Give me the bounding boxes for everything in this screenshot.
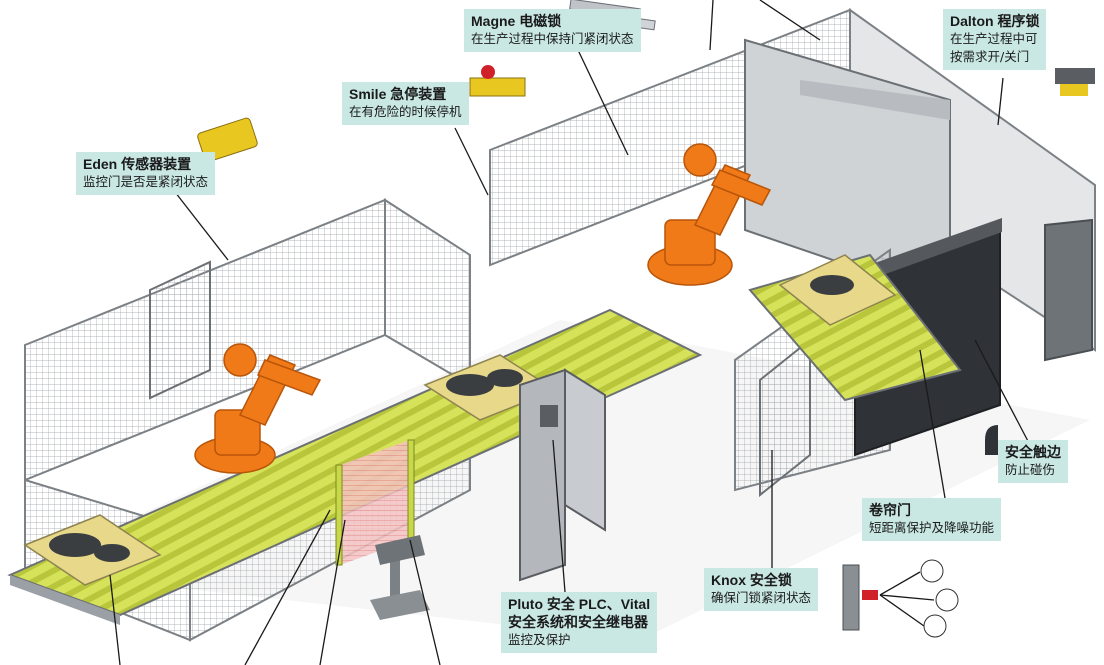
smile-title: Smile 急停装置 bbox=[349, 86, 447, 102]
trays bbox=[23, 254, 897, 586]
magne-callout: Magne 电磁锁 在生产过程中保持门紧闭状态 bbox=[464, 9, 641, 52]
pluto-callout: Pluto 安全 PLC、Vital 安全系统和安全继电器 监控及保护 bbox=[501, 592, 658, 653]
roller-door-title: 卷帘门 bbox=[869, 502, 911, 518]
robot-left bbox=[194, 343, 322, 474]
control-stand bbox=[370, 535, 430, 620]
safety-edge-desc: 防止碰伤 bbox=[1005, 462, 1056, 477]
dalton-lock-icon bbox=[1055, 68, 1095, 96]
smile-emergency-stop-icon bbox=[469, 65, 526, 97]
knox-callout: Knox 安全锁 确保门锁紧闭状态 bbox=[704, 568, 819, 611]
pluto-title-line2: 安全系统和安全继电器 bbox=[508, 614, 648, 630]
right-fence bbox=[489, 8, 1096, 498]
left-cell-door bbox=[149, 260, 211, 400]
roller-door-desc: 短距离保护及降噪功能 bbox=[869, 520, 995, 535]
magne-desc: 在生产过程中保持门紧闭状态 bbox=[471, 31, 634, 46]
dalton-title: Dalton 程序锁 bbox=[950, 13, 1040, 29]
pluto-cabinet bbox=[519, 368, 606, 582]
eden-desc: 监控门是否是紧闭状态 bbox=[83, 174, 209, 189]
pluto-desc: 监控及保护 bbox=[508, 632, 571, 647]
knox-title: Knox 安全锁 bbox=[711, 572, 792, 588]
robot-right bbox=[647, 143, 772, 286]
knox-lock-icon bbox=[842, 559, 959, 638]
leader-lines bbox=[109, 0, 1031, 665]
dalton-callout: Dalton 程序锁 在生产过程中可 按需求开/关门 bbox=[943, 9, 1047, 70]
magne-title: Magne 电磁锁 bbox=[471, 13, 562, 29]
dalton-desc-line1: 在生产过程中可 bbox=[950, 31, 1038, 46]
smile-callout: Smile 急停装置 在有危险的时候停机 bbox=[342, 82, 469, 125]
side-door bbox=[1044, 218, 1093, 362]
knox-desc: 确保门锁紧闭状态 bbox=[711, 590, 812, 605]
light-curtain bbox=[335, 439, 415, 566]
roller-door-callout: 卷帘门 短距离保护及降噪功能 bbox=[862, 498, 1002, 541]
safety-edge-callout: 安全触边 防止碰伤 bbox=[998, 440, 1068, 483]
safety-edge-title: 安全触边 bbox=[1005, 444, 1061, 460]
dalton-desc-line2: 按需求开/关门 bbox=[950, 49, 1030, 64]
smile-desc: 在有危险的时候停机 bbox=[349, 104, 462, 119]
safety-edge-icon bbox=[985, 425, 998, 455]
eden-sensor-icon bbox=[197, 117, 258, 163]
pluto-title-line1: Pluto 安全 PLC、Vital bbox=[508, 596, 651, 612]
eden-callout: Eden 传感器装置 监控门是否是紧闭状态 bbox=[76, 152, 216, 195]
eden-title: Eden 传感器装置 bbox=[83, 156, 192, 172]
